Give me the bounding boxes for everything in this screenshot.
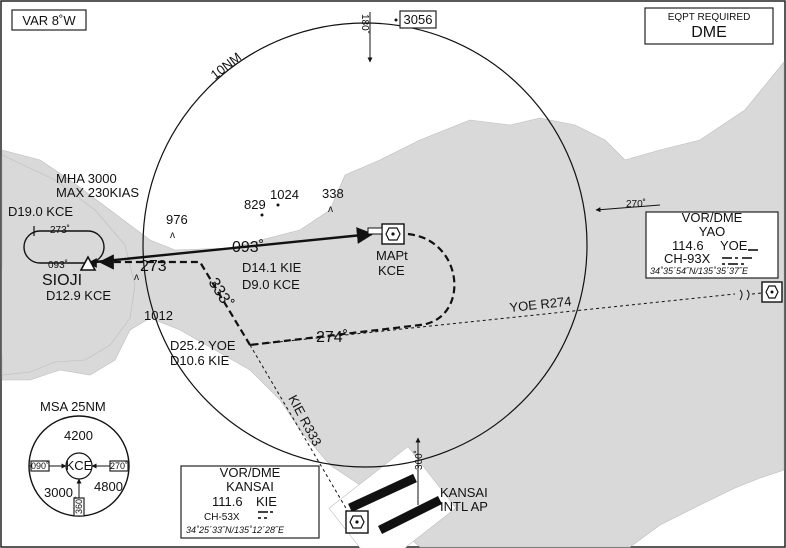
land-mainland <box>1 61 785 548</box>
obstacle-1012-icon: ʌ <box>134 272 139 283</box>
fix-d25-line2: D10.6 KIE <box>170 353 230 368</box>
land-west-lower <box>2 258 120 355</box>
holding-max-speed: MAX 230KIAS <box>56 185 139 200</box>
spot-elevation-dot <box>394 18 398 22</box>
sioji-name: SIOJI <box>42 272 82 289</box>
ring-10nm <box>142 22 588 468</box>
mapt-line1: MAPt <box>376 248 408 263</box>
fix-d14-line1: D14.1 KIE <box>242 260 302 275</box>
holding-mha: MHA 3000 <box>56 171 117 186</box>
course-093-label: 093˚ <box>232 239 264 256</box>
elev-3056-box <box>399 10 437 29</box>
elev-976: 976 <box>166 212 188 227</box>
yao-morse-icon <box>722 249 758 265</box>
radial-break-icon <box>739 289 750 301</box>
msa-center: KCE <box>66 458 93 473</box>
yao-channel: CH-93X <box>664 251 711 266</box>
yao-info-box <box>645 211 779 279</box>
airport-line2: INTL AP <box>440 499 488 514</box>
radial-yoe-label: YOE R274 <box>509 294 572 315</box>
airport-line1: KANSAI <box>440 485 488 500</box>
mapt-line2: KCE <box>378 263 405 278</box>
course-360-label: 360˚ <box>413 450 425 470</box>
course-274-label: 274˚ <box>316 329 348 346</box>
msa-bearing-360: 360˚ <box>74 496 84 514</box>
holding-dme-fix: D19.0 KCE <box>8 204 73 219</box>
msa-north: 4200 <box>64 428 93 443</box>
equipment-box <box>644 7 774 45</box>
missed-approach-274 <box>249 232 456 347</box>
holding-inbound-course: 273˚ <box>50 224 70 236</box>
elev-1012: 1012 <box>144 308 173 323</box>
kce-navaid-icon <box>367 223 405 245</box>
msa-bearing-090: 090˚ <box>31 461 49 471</box>
equipment-value: DME <box>691 24 727 41</box>
variation-box <box>11 9 87 31</box>
equipment-heading: EQPT REQUIRED <box>668 12 751 23</box>
sioji-dme: D12.9 KCE <box>46 288 111 303</box>
kansai-freq: 111.6 <box>212 494 243 509</box>
msa-diagram <box>28 415 130 517</box>
holding-outbound-course: 093˚ <box>48 259 68 271</box>
elev-338: 338 <box>322 186 344 201</box>
fix-d25-line1: D25.2 YOE <box>170 338 236 353</box>
kansai-name: KANSAI <box>226 479 274 494</box>
elev-3056: 3056 <box>404 12 433 27</box>
obstacle-976-icon: ʌ <box>170 230 175 241</box>
kansai-info-box <box>180 465 320 539</box>
elev-829: 829 <box>244 197 266 212</box>
radial-kie-r333 <box>249 344 351 516</box>
approach-course-093 <box>94 227 374 264</box>
elev-1024-dot <box>276 203 280 207</box>
kansai-airport-island <box>328 446 457 548</box>
sioji-fix-icon <box>79 255 97 271</box>
yao-name: YAO <box>699 224 726 239</box>
kansai-morse-icon <box>258 511 273 519</box>
course-180-label: 180˚ <box>359 14 371 34</box>
kansai-ident: KIE <box>256 494 277 509</box>
kansai-coords: 34˚25´33˝N/135˚12´28˝E <box>186 525 285 535</box>
yao-ident: YOE <box>720 238 748 253</box>
kansai-vor-icon <box>345 510 369 534</box>
yao-coords: 34˚35´54˝N/135˚35´37˝E <box>650 266 749 276</box>
course-270-arrow <box>595 204 661 213</box>
msa-bearing-270: 270˚ <box>110 461 128 471</box>
obstacle-338-icon: ʌ <box>328 204 333 215</box>
runway-06l <box>377 495 443 535</box>
fix-d14-line2: D9.0 KCE <box>242 277 300 292</box>
msa-southwest: 3000 <box>44 485 73 500</box>
elev-1024: 1024 <box>270 187 299 202</box>
kansai-type: VOR/DME <box>220 465 281 480</box>
course-270-label: 270˚ <box>626 198 646 210</box>
yao-type: VOR/DME <box>682 210 743 225</box>
msa-title: MSA 25NM <box>40 399 106 414</box>
yao-freq: 114.6 <box>672 238 704 253</box>
variation-label: VAR 8˚W <box>22 13 76 28</box>
yao-vor-icon <box>761 281 783 303</box>
course-273-label: 273 <box>140 258 167 275</box>
elev-829-dot <box>260 213 264 217</box>
kansai-channel: CH-53X <box>204 512 240 523</box>
runway-06r <box>348 473 417 513</box>
msa-southeast: 4800 <box>94 479 123 494</box>
